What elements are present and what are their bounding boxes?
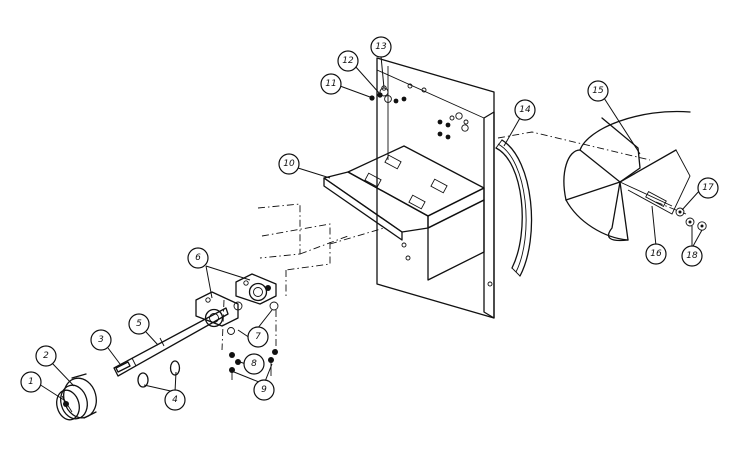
callout-11-label: 11: [325, 79, 336, 89]
callout-3-label: 3: [98, 335, 104, 345]
bearing-block-rear: [235, 273, 279, 311]
callout-15: 15: [587, 80, 609, 102]
mounting-plate: [376, 57, 495, 319]
callout-1: 1: [20, 371, 42, 393]
callout-10-label: 10: [283, 159, 295, 169]
callout-11: 11: [320, 73, 342, 95]
callout-3: 3: [90, 329, 112, 351]
leader-lines: [38, 55, 703, 401]
callout-13: 13: [370, 36, 392, 58]
callout-14-label: 14: [519, 105, 531, 115]
callout-4: 4: [164, 389, 186, 411]
callout-5: 5: [128, 313, 150, 335]
callout-7: 7: [247, 326, 269, 348]
bearing-block-front: [195, 291, 243, 335]
callout-7-label: 7: [255, 332, 261, 342]
callout-15-label: 15: [592, 86, 604, 96]
assembly-lines: [221, 131, 687, 352]
fan-wheel: [563, 110, 691, 242]
callout-6-label: 6: [195, 253, 201, 263]
support-bracket: [323, 145, 485, 281]
callout-6: 6: [187, 247, 209, 269]
callout-9-label: 9: [261, 385, 267, 395]
fan-fasteners: [675, 207, 707, 231]
callout-5-label: 5: [136, 319, 142, 329]
callout-14: 14: [514, 99, 536, 121]
callout-8-label: 8: [251, 359, 257, 369]
plate-fasteners: [369, 87, 469, 140]
shaft-keys: [137, 360, 181, 388]
callout-13-label: 13: [375, 42, 387, 52]
callout-18-label: 18: [686, 251, 698, 261]
bearing-bolts: [229, 349, 278, 380]
callout-18: 18: [681, 245, 703, 267]
callout-12: 12: [337, 50, 359, 72]
callout-9: 9: [253, 379, 275, 401]
callout-2-label: 2: [43, 351, 49, 361]
drive-pulley: [56, 373, 97, 421]
callout-16-label: 16: [650, 249, 662, 259]
drive-belt: [495, 139, 533, 277]
callout-16: 16: [645, 243, 667, 265]
callout-2: 2: [35, 345, 57, 367]
callout-1-label: 1: [28, 377, 34, 387]
callout-8: 8: [243, 353, 265, 375]
callout-17: 17: [697, 177, 719, 199]
shaft-key: [115, 361, 131, 373]
drive-shaft: [113, 307, 229, 377]
callout-12-label: 12: [342, 56, 354, 66]
callout-10: 10: [278, 153, 300, 175]
callout-4-label: 4: [172, 395, 178, 405]
callout-17-label: 17: [702, 183, 714, 193]
